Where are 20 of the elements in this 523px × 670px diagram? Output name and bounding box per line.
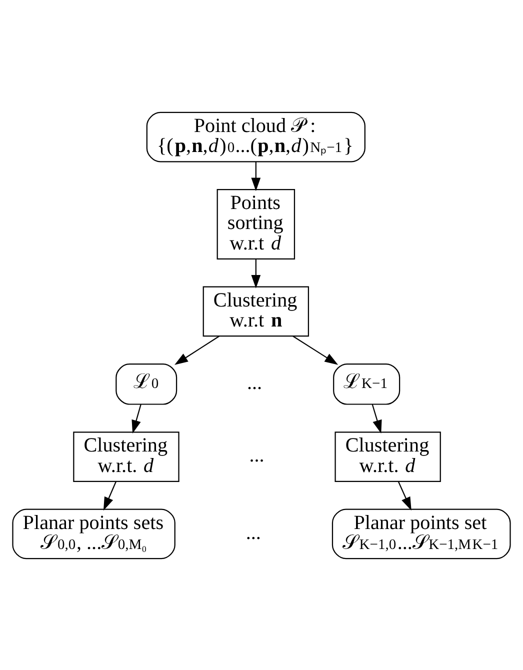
- node-box: Clustering w.r.t. d: [334, 431, 441, 482]
- node-box: ℒK−1: [333, 362, 400, 404]
- arrow: [292, 335, 338, 364]
- node-box: Clustering w.r.t. d: [73, 431, 180, 482]
- label: ...: [249, 444, 264, 466]
- node-box: ℒ0: [116, 362, 178, 404]
- label: ...: [246, 521, 261, 544]
- label: ...: [246, 372, 262, 394]
- arrow: [103, 480, 116, 510]
- arrow: [251, 161, 261, 191]
- node-box: Point cloud 𝒫 : {(p,n,d)0...(p,n,d)Nₚ−1}: [146, 111, 366, 162]
- node-box: Points sorting w.r.t d: [216, 188, 296, 259]
- node-box: Clustering w.r.t n: [202, 286, 310, 336]
- node-box: Planar points set 𝒮K−1,0...𝒮K−1,MK−1: [332, 508, 511, 559]
- node-box: Planar points sets 𝒮0,0, ...𝒮0,M₀: [12, 508, 176, 559]
- arrow: [251, 258, 261, 288]
- arrow: [174, 335, 220, 364]
- arrow: [398, 480, 412, 510]
- arrow: [132, 404, 142, 434]
- arrow: [372, 404, 382, 434]
